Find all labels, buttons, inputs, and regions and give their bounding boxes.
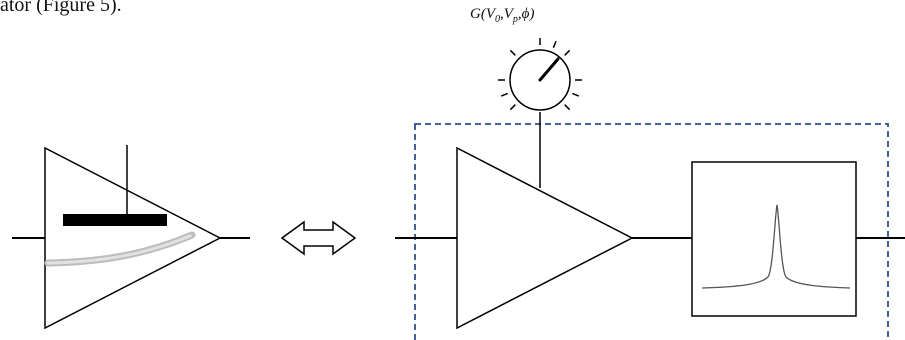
gain-knob-icon — [498, 38, 582, 111]
double-arrow-icon — [280, 220, 357, 256]
knob-pointer — [538, 57, 560, 82]
gain-function-label: G(V0,Vp,ϕ) — [470, 6, 535, 25]
gain-fiber — [44, 231, 196, 267]
caption-fragment: ator (Figure 5). — [0, 0, 122, 16]
gain-amplifier-triangle — [456, 146, 634, 330]
physical-amplifier — [12, 145, 250, 330]
electrode-plate — [63, 214, 167, 226]
left-amplifier-triangle — [44, 146, 222, 330]
filter-lorentzian-curve — [701, 204, 851, 289]
gain-fiber-inner — [46, 233, 194, 265]
equivalent-model — [395, 38, 905, 340]
